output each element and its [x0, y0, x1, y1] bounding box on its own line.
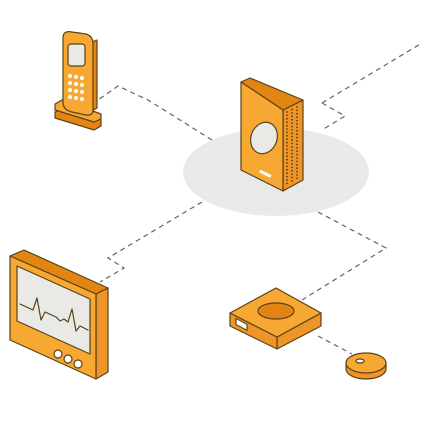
- vent-dot: [291, 176, 293, 179]
- vent-dot: [286, 117, 288, 120]
- vent-dot: [296, 116, 298, 119]
- vent-dot: [296, 109, 298, 112]
- vent-dot: [286, 158, 288, 161]
- vent-dot: [296, 177, 298, 180]
- vent-dot: [296, 140, 298, 142]
- vent-dot: [296, 136, 298, 139]
- vent-dot: [291, 125, 293, 128]
- vent-dot: [296, 119, 298, 122]
- round-sensor-icon: [345, 352, 387, 380]
- vent-dot: [286, 131, 288, 134]
- vent-dot: [291, 112, 293, 114]
- vent-dot: [291, 122, 293, 124]
- vent-dot: [291, 163, 293, 165]
- vent-dot: [296, 170, 298, 173]
- vent-dot: [296, 157, 298, 159]
- vent-dot: [286, 134, 288, 137]
- vent-dot: [286, 148, 288, 151]
- vent-dot: [291, 169, 293, 172]
- vent-dot: [286, 155, 288, 158]
- vent-dot: [296, 163, 298, 166]
- vent-dot: [291, 149, 293, 152]
- vent-dot: [291, 129, 293, 131]
- link-router-to-monitor: [99, 201, 203, 283]
- vent-dot: [296, 160, 298, 163]
- vent-dot: [286, 151, 288, 154]
- vent-dot: [291, 156, 293, 159]
- link-external-upper: [321, 42, 422, 104]
- vent-dot: [296, 146, 298, 149]
- link-router-to-hub: [301, 211, 388, 301]
- wifi-router-icon: [240, 77, 304, 192]
- vent-dot: [296, 150, 298, 153]
- vent-dot: [286, 145, 288, 147]
- vent-dot: [286, 111, 288, 113]
- vent-dot: [291, 146, 293, 148]
- vent-dot: [291, 142, 293, 145]
- vent-dot: [291, 108, 293, 111]
- cordless-phone-icon: [54, 31, 102, 131]
- router-vent-dots: [286, 106, 298, 185]
- vent-dot: [286, 172, 288, 175]
- vent-dot: [286, 128, 288, 130]
- vent-dot: [291, 135, 293, 138]
- vent-dot: [286, 179, 288, 181]
- vent-dot: [291, 139, 293, 142]
- vent-dot: [296, 153, 298, 156]
- vent-dot: [291, 180, 293, 182]
- vent-dot: [291, 132, 293, 135]
- vent-dot: [296, 143, 298, 146]
- vent-dot: [296, 112, 298, 115]
- link-hub-to-sensor: [317, 335, 353, 355]
- vent-dot: [286, 121, 288, 124]
- vent-dot: [291, 173, 293, 176]
- vent-dot: [296, 167, 298, 170]
- link-router-to-phone: [97, 85, 213, 141]
- vent-dot: [296, 106, 298, 108]
- vent-dot: [286, 175, 288, 178]
- vent-dot: [291, 166, 293, 169]
- vent-dot: [286, 168, 288, 171]
- vent-dot: [291, 152, 293, 155]
- vent-dot: [291, 159, 293, 162]
- vent-dot: [286, 165, 288, 168]
- vent-dot: [286, 114, 288, 117]
- vent-dot: [286, 182, 288, 185]
- vent-dot: [286, 141, 288, 144]
- heart-monitor-icon: [9, 249, 109, 380]
- vent-dot: [296, 174, 298, 176]
- vent-dot: [286, 162, 288, 164]
- link-router-to-external: [321, 102, 347, 131]
- vent-dot: [286, 138, 288, 141]
- vent-dot: [291, 115, 293, 118]
- vent-dot: [296, 126, 298, 129]
- vent-dot: [296, 123, 298, 125]
- vent-dot: [296, 133, 298, 136]
- vent-dot: [296, 129, 298, 132]
- vent-dot: [286, 124, 288, 127]
- vent-dot: [291, 118, 293, 121]
- hub-box-icon: [229, 287, 322, 350]
- connection-links: [97, 42, 422, 355]
